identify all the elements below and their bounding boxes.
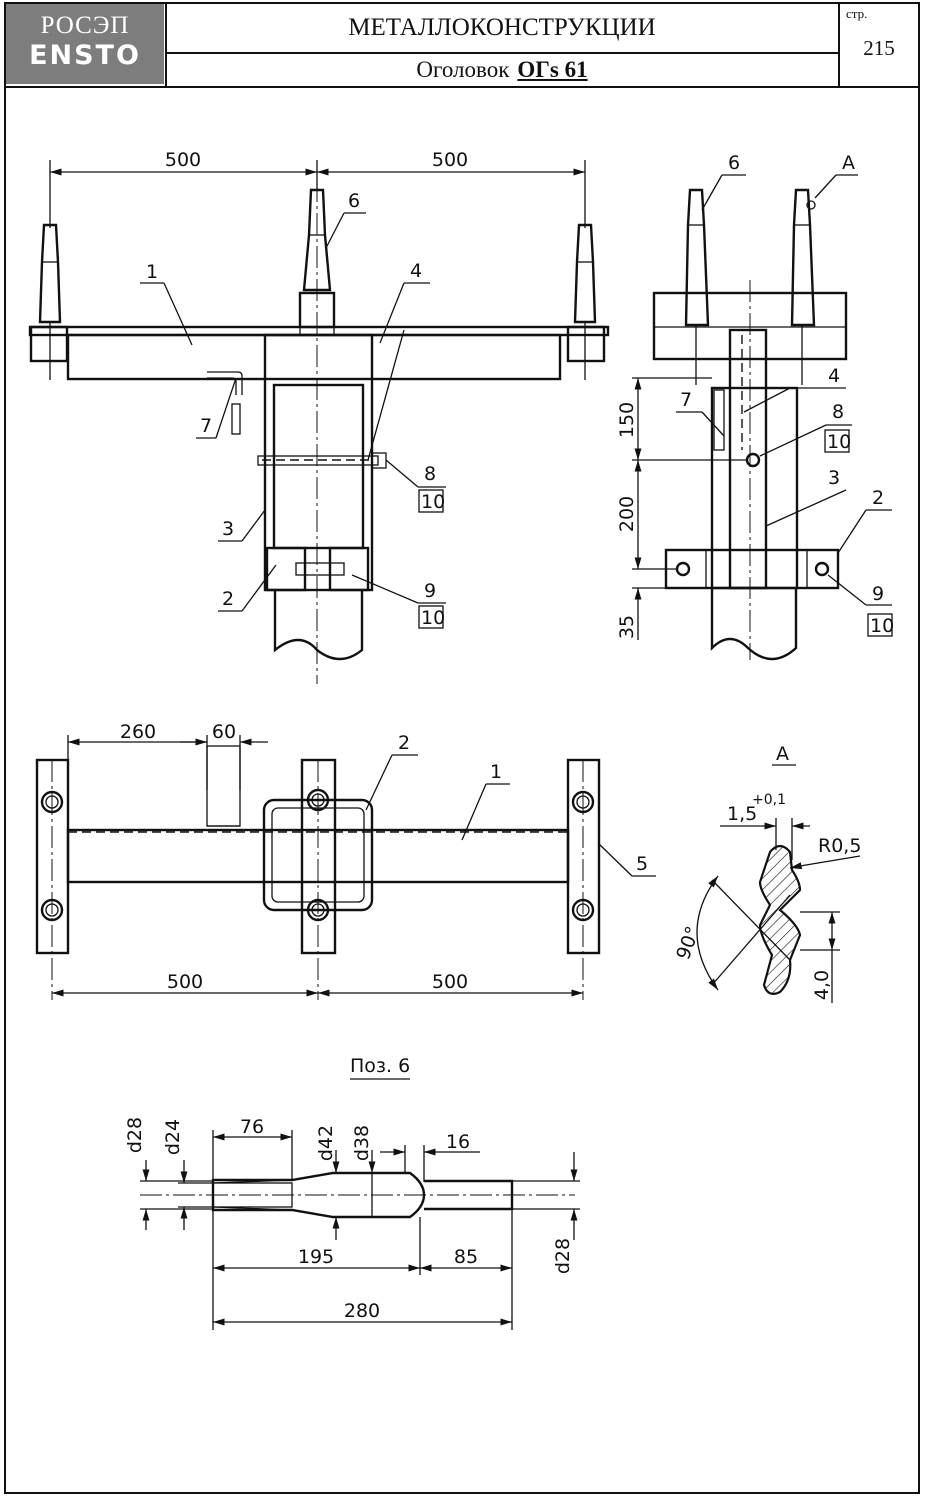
product-code: ОГs 61 xyxy=(517,57,588,82)
pos6-l76: 76 xyxy=(240,1116,264,1138)
company-logo: РОСЭП ENSTO xyxy=(6,4,164,84)
side-view: 150 200 35 6 А 4 7 8 10 3 2 9 10 xyxy=(616,152,894,661)
page-number: 215 xyxy=(863,36,895,60)
subtitle-prefix: Оголовок xyxy=(416,57,510,82)
dim-500-right: 500 xyxy=(432,149,468,171)
detail-a-height: 4,0 xyxy=(811,970,833,1000)
detail-a-angle: 90° xyxy=(672,923,704,962)
callout-1: 1 xyxy=(146,261,158,283)
side-callout-9-qty: 10 xyxy=(870,615,894,637)
top-callout-5: 5 xyxy=(636,853,648,875)
dim-60: 60 xyxy=(212,721,236,743)
title-block-divider xyxy=(165,2,167,88)
detail-a-radius: R0,5 xyxy=(818,835,861,857)
pos6-d42: d42 xyxy=(315,1125,337,1161)
detail-a-title: А xyxy=(776,743,789,765)
pos6-l85: 85 xyxy=(454,1246,478,1268)
callout-9: 9 xyxy=(424,580,436,602)
pos6-l195: 195 xyxy=(298,1246,334,1268)
pos6-title: Поз. 6 xyxy=(350,1055,410,1077)
dim-150: 150 xyxy=(616,402,638,438)
pos6-l16: 16 xyxy=(446,1131,470,1153)
callout-7: 7 xyxy=(200,415,212,437)
logo-ensto: ENSTO xyxy=(29,40,141,71)
side-callout-4: 4 xyxy=(828,365,840,387)
top-view: 260 60 500 500 2 1 xyxy=(35,721,656,1000)
callout-4: 4 xyxy=(410,260,422,282)
front-view: 500 500 xyxy=(28,149,610,684)
pos6-d24: d24 xyxy=(162,1119,184,1155)
top-callout-2: 2 xyxy=(398,732,410,754)
drawing-sheet xyxy=(4,2,920,1494)
side-callout-8-qty: 10 xyxy=(827,431,851,453)
sheet-subtitle: Оголовок ОГs 61 xyxy=(166,54,838,86)
side-callout-6: 6 xyxy=(728,152,740,174)
dim-260: 260 xyxy=(120,721,156,743)
logo-rosep: РОСЭП xyxy=(40,12,130,39)
detail-a-ref: А xyxy=(842,152,855,174)
pos6-l280: 280 xyxy=(344,1300,380,1322)
page-label: стр. xyxy=(846,6,868,21)
dim-500-bottom-right: 500 xyxy=(432,971,468,993)
title-block-divider xyxy=(838,2,840,88)
pos6-d28-right: d28 xyxy=(552,1238,574,1274)
detail-a-gap: 1,5 xyxy=(727,803,757,825)
pos6-view: Поз. 6 d28 d24 76 d42 d38 xyxy=(124,1055,580,1330)
top-callout-1: 1 xyxy=(490,761,502,783)
sheet-title: МЕТАЛЛОКОНСТРУКЦИИ xyxy=(348,14,656,41)
pos6-d28-left: d28 xyxy=(124,1117,146,1153)
detail-a: А 1,5 +0,1 R0,5 90° 4,0 xyxy=(672,743,861,1003)
pos6-d38: d38 xyxy=(351,1125,373,1161)
side-callout-8: 8 xyxy=(832,401,844,423)
callout-2: 2 xyxy=(222,588,234,610)
dim-35: 35 xyxy=(616,615,638,639)
side-callout-2: 2 xyxy=(872,487,884,509)
callout-3: 3 xyxy=(222,518,234,540)
detail-a-gap-tol: +0,1 xyxy=(752,792,786,808)
dim-200: 200 xyxy=(616,496,638,532)
side-callout-3: 3 xyxy=(828,467,840,489)
callout-8: 8 xyxy=(424,463,436,485)
callout-9-qty: 10 xyxy=(421,607,445,629)
side-callout-9: 9 xyxy=(872,583,884,605)
dim-500-bottom-left: 500 xyxy=(167,971,203,993)
callout-6: 6 xyxy=(348,190,360,212)
title-block-divider xyxy=(166,52,839,54)
callout-8-qty: 10 xyxy=(421,491,445,513)
dim-500-left: 500 xyxy=(165,149,201,171)
title-block-bottom xyxy=(4,86,920,88)
side-callout-7: 7 xyxy=(680,389,692,411)
